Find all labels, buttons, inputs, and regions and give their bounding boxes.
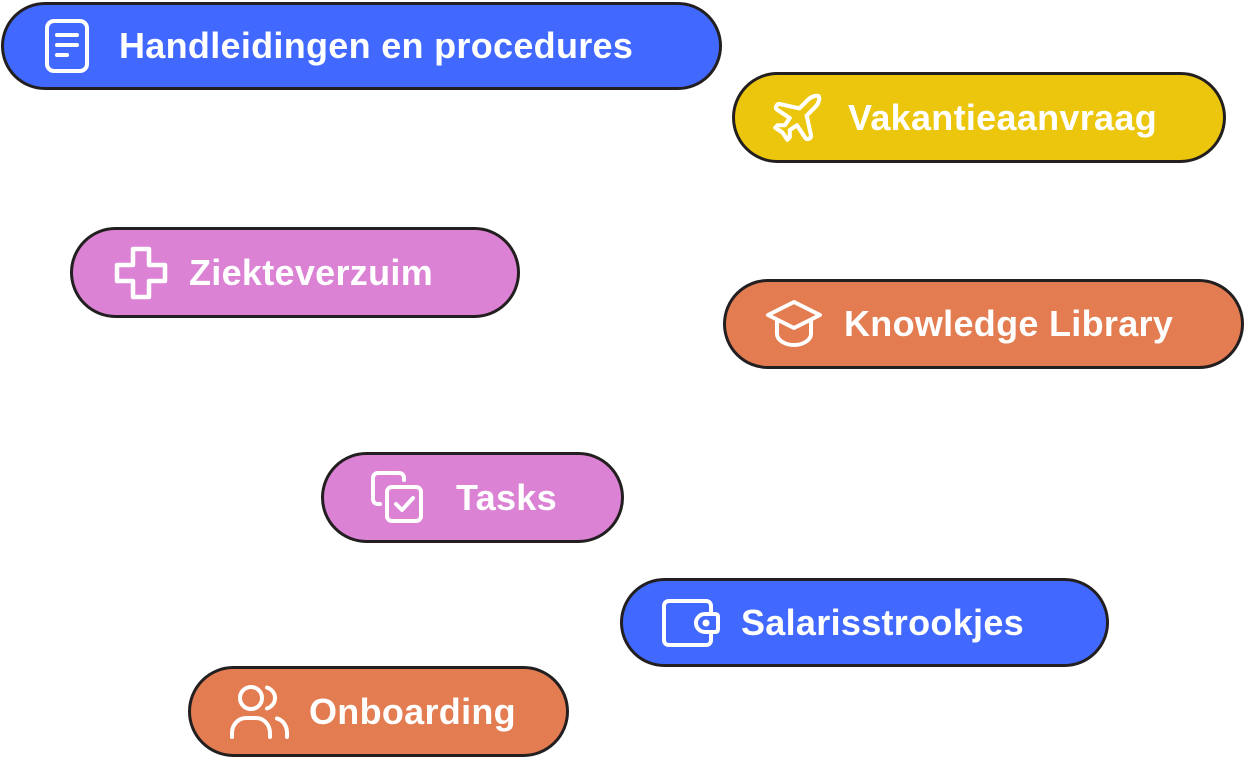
- wallet-icon: [661, 597, 721, 649]
- pill-vakantieaanvraag[interactable]: Vakantieaanvraag: [732, 72, 1226, 163]
- pill-handleidingen-en-procedures[interactable]: Handleidingen en procedures: [1, 2, 722, 90]
- pill-label: Ziekteverzuim: [189, 251, 433, 293]
- pill-label: Salarisstrookjes: [741, 601, 1024, 643]
- graduation-cap-icon: [764, 298, 824, 350]
- checked-copy-icon: [370, 470, 426, 526]
- airplane-icon: [768, 89, 826, 147]
- pill-tasks[interactable]: Tasks: [321, 452, 624, 543]
- document-icon: [42, 18, 92, 74]
- pill-label: Vakantieaanvraag: [848, 96, 1157, 138]
- pill-knowledge-library[interactable]: Knowledge Library: [723, 279, 1244, 369]
- pill-label: Onboarding: [309, 690, 516, 732]
- pill-label: Handleidingen en procedures: [119, 25, 634, 66]
- pill-label: Tasks: [456, 476, 557, 518]
- users-icon: [229, 683, 291, 741]
- medical-cross-icon: [113, 245, 169, 301]
- pill-salarisstrookjes[interactable]: Salarisstrookjes: [620, 578, 1109, 667]
- pill-ziekteverzuim[interactable]: Ziekteverzuim: [70, 227, 520, 318]
- pill-label: Knowledge Library: [844, 303, 1174, 344]
- pill-onboarding[interactable]: Onboarding: [188, 666, 569, 757]
